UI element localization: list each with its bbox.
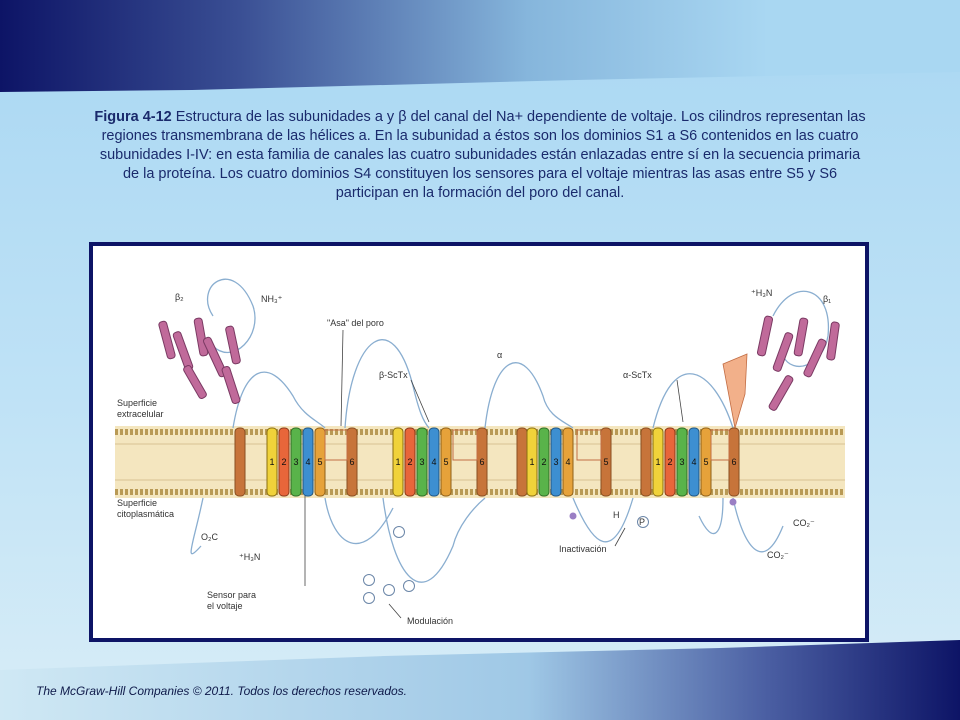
header-band [0, 0, 960, 92]
label-extracelular-1: Superficie [117, 398, 157, 408]
svg-text:4: 4 [431, 457, 436, 467]
svg-text:5: 5 [603, 457, 608, 467]
svg-text:6: 6 [349, 457, 354, 467]
copyright-notice: The McGraw-Hill Companies © 2011. Todos … [36, 684, 408, 698]
svg-text:2: 2 [407, 457, 412, 467]
svg-text:1: 1 [395, 457, 400, 467]
disulfide-bridge [722, 353, 748, 429]
segment-1 [266, 427, 278, 497]
label-co2-1: CO₂⁻ [793, 518, 815, 528]
label-p: P [639, 517, 645, 527]
beta1-helices [756, 315, 840, 411]
label-h3n-right: ⁺H₃N [751, 288, 772, 298]
segment-2 [278, 427, 290, 497]
label-h3n-bottom: ⁺H₃N [239, 552, 260, 562]
svg-text:5: 5 [317, 457, 322, 467]
svg-text:6: 6 [731, 457, 736, 467]
label-inactivacion: Inactivación [559, 544, 607, 554]
label-asa-poro: "Asa" del poro [327, 318, 384, 328]
svg-text:6: 6 [479, 457, 484, 467]
label-beta-sctx: β-ScTx [379, 370, 408, 380]
label-alpha-sctx: α-ScTx [623, 370, 652, 380]
svg-text:4: 4 [565, 457, 570, 467]
svg-text:3: 3 [419, 457, 424, 467]
segment-3 [290, 427, 302, 497]
label-sensor-1: Sensor para [207, 590, 256, 600]
label-nh3-left: NH₃⁺ [261, 294, 283, 304]
svg-text:2: 2 [541, 457, 546, 467]
footer-band [0, 640, 960, 720]
caption-text: Estructura de las subunidades a y β del … [99, 109, 866, 201]
svg-text:3: 3 [553, 457, 558, 467]
label-h: H [613, 510, 620, 520]
figure-label: Figura 4-12 [94, 109, 172, 125]
svg-text:2: 2 [281, 457, 286, 467]
svg-text:4: 4 [691, 457, 696, 467]
label-beta1: β₁ [823, 294, 831, 304]
beta2-helices [158, 317, 241, 405]
phosphorylation-sites [363, 516, 649, 604]
label-sensor-2: el voltaje [207, 601, 243, 611]
label-extracelular-2: extracelular [117, 409, 164, 419]
label-citoplasmatica-1: Superficie [117, 498, 157, 508]
svg-text:2: 2 [667, 457, 672, 467]
label-co2-2: CO₂⁻ [767, 550, 789, 560]
label-beta2: β₂ [175, 292, 184, 302]
svg-text:1: 1 [655, 457, 660, 467]
label-modulacion: Modulación [407, 616, 453, 626]
label-alpha: α [497, 350, 502, 360]
figure-caption: Figura 4-12 Estructura de las subunidade… [90, 108, 870, 203]
svg-text:5: 5 [443, 457, 448, 467]
svg-text:4: 4 [305, 457, 310, 467]
label-o2c: O₂C [201, 532, 218, 542]
svg-text:1: 1 [269, 457, 274, 467]
segment-5 [314, 427, 326, 497]
polypeptide-loops [190, 278, 829, 583]
svg-text:5: 5 [703, 457, 708, 467]
svg-text:3: 3 [293, 457, 298, 467]
segment-6 [346, 427, 358, 497]
svg-text:1: 1 [529, 457, 534, 467]
segment-4 [302, 427, 314, 497]
inactivation-residues [569, 498, 737, 520]
pore-loops [324, 429, 730, 461]
label-citoplasmatica-2: citoplasmática [117, 509, 174, 519]
leader-lines [304, 329, 684, 619]
svg-text:3: 3 [679, 457, 684, 467]
